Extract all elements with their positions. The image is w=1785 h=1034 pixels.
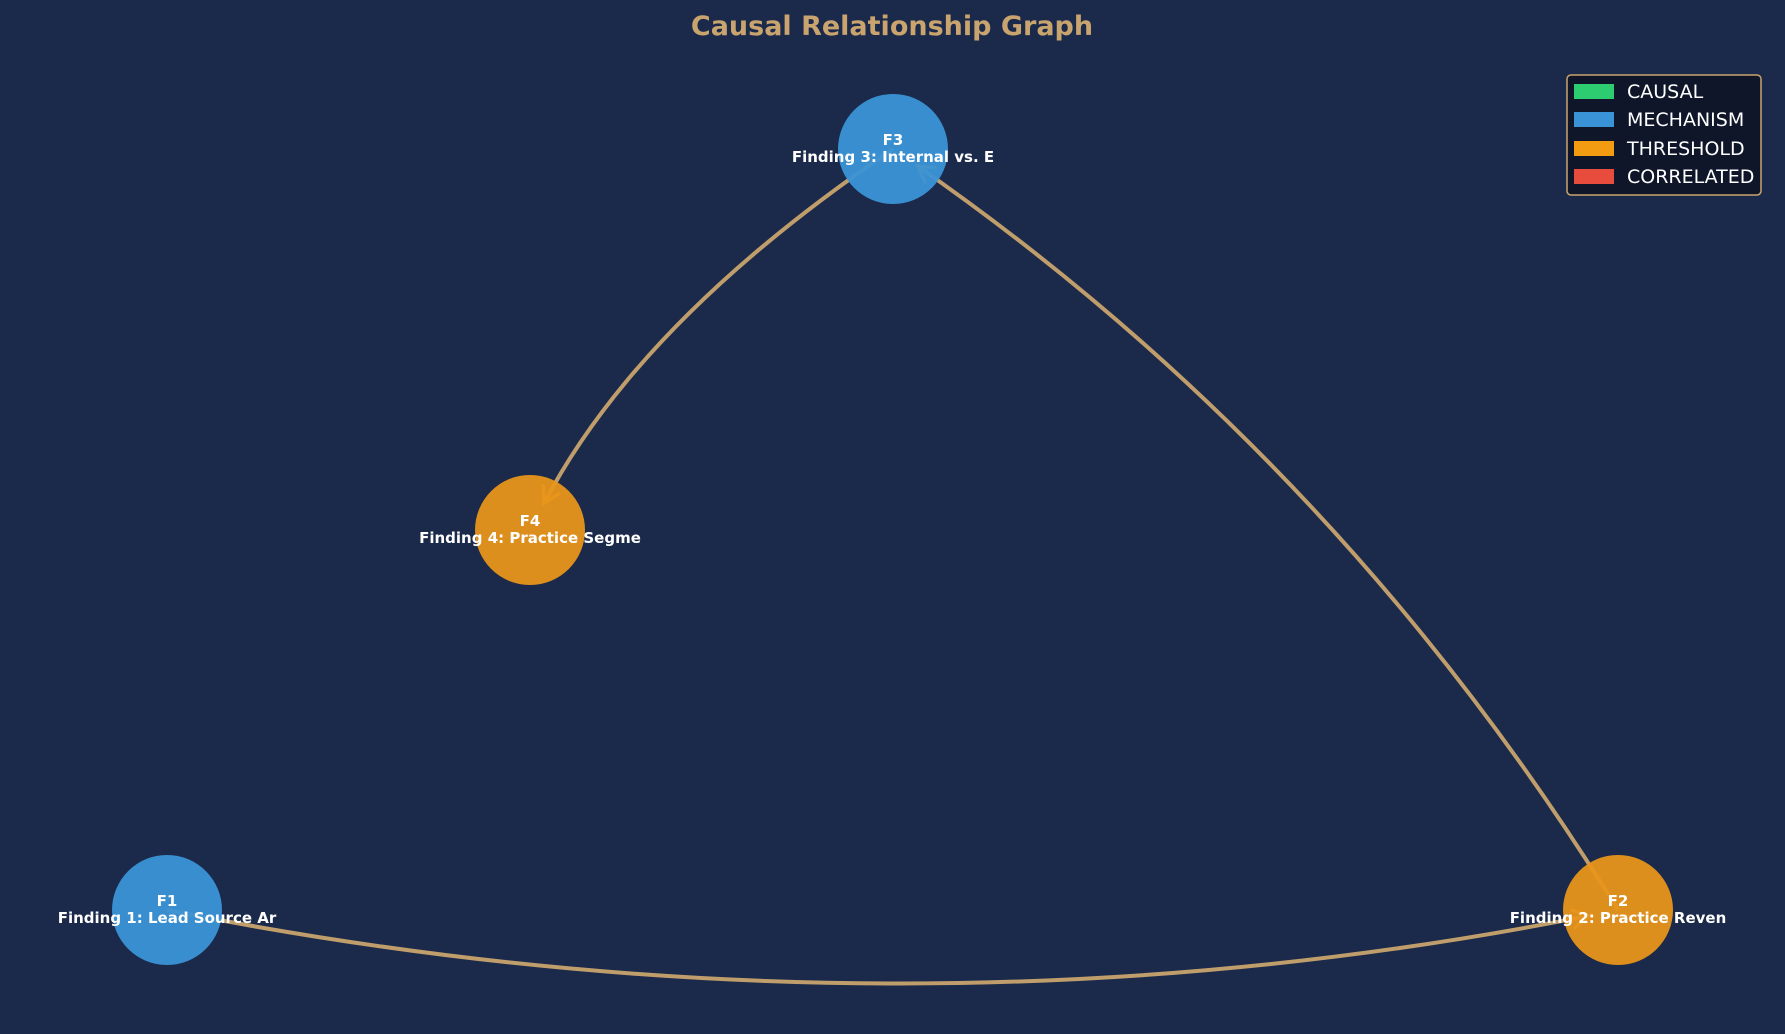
edges-layer: [166, 147, 1620, 986]
node-finding-label: Finding 2: Practice Reven: [1510, 909, 1727, 927]
node-circle[interactable]: [475, 475, 585, 585]
legend-box: [1566, 74, 1762, 196]
node-circle[interactable]: [1563, 855, 1673, 965]
node-id-label: F3: [883, 131, 904, 149]
legend: CAUSAL MECHANISM THRESHOLD CORRELATED: [1566, 74, 1762, 196]
graph-title: Causal Relationship Graph: [691, 11, 1093, 42]
legend-item-threshold: THRESHOLD: [1574, 138, 1745, 160]
node-id-label: F4: [520, 512, 541, 530]
node-circle[interactable]: [838, 94, 948, 204]
legend-swatch: [1574, 169, 1614, 184]
edge-f2-f3: [914, 164, 1620, 912]
node-circle[interactable]: [112, 855, 222, 965]
legend-swatch: [1574, 84, 1614, 99]
node-id-label: F2: [1608, 892, 1629, 910]
node-id-label: F1: [157, 892, 178, 910]
legend-item-mechanism: MECHANISM: [1574, 109, 1744, 131]
edge-f3-f4: [541, 147, 895, 507]
legend-swatch: [1574, 141, 1614, 156]
node-finding-label: Finding 3: Internal vs. E: [792, 148, 994, 166]
node-finding-label: Finding 4: Practice Segme: [419, 529, 641, 547]
legend-item-correlated: CORRELATED: [1574, 166, 1754, 188]
edge-f1-f2: [166, 908, 1592, 986]
legend-label: MECHANISM: [1627, 109, 1744, 131]
node-finding-label: Finding 1: Lead Source Ar: [58, 909, 277, 927]
legend-label: CORRELATED: [1627, 166, 1754, 188]
legend-item-causal: CAUSAL: [1574, 81, 1704, 103]
legend-label: THRESHOLD: [1626, 138, 1745, 160]
legend-swatch: [1574, 112, 1614, 127]
legend-label: CAUSAL: [1627, 81, 1704, 103]
